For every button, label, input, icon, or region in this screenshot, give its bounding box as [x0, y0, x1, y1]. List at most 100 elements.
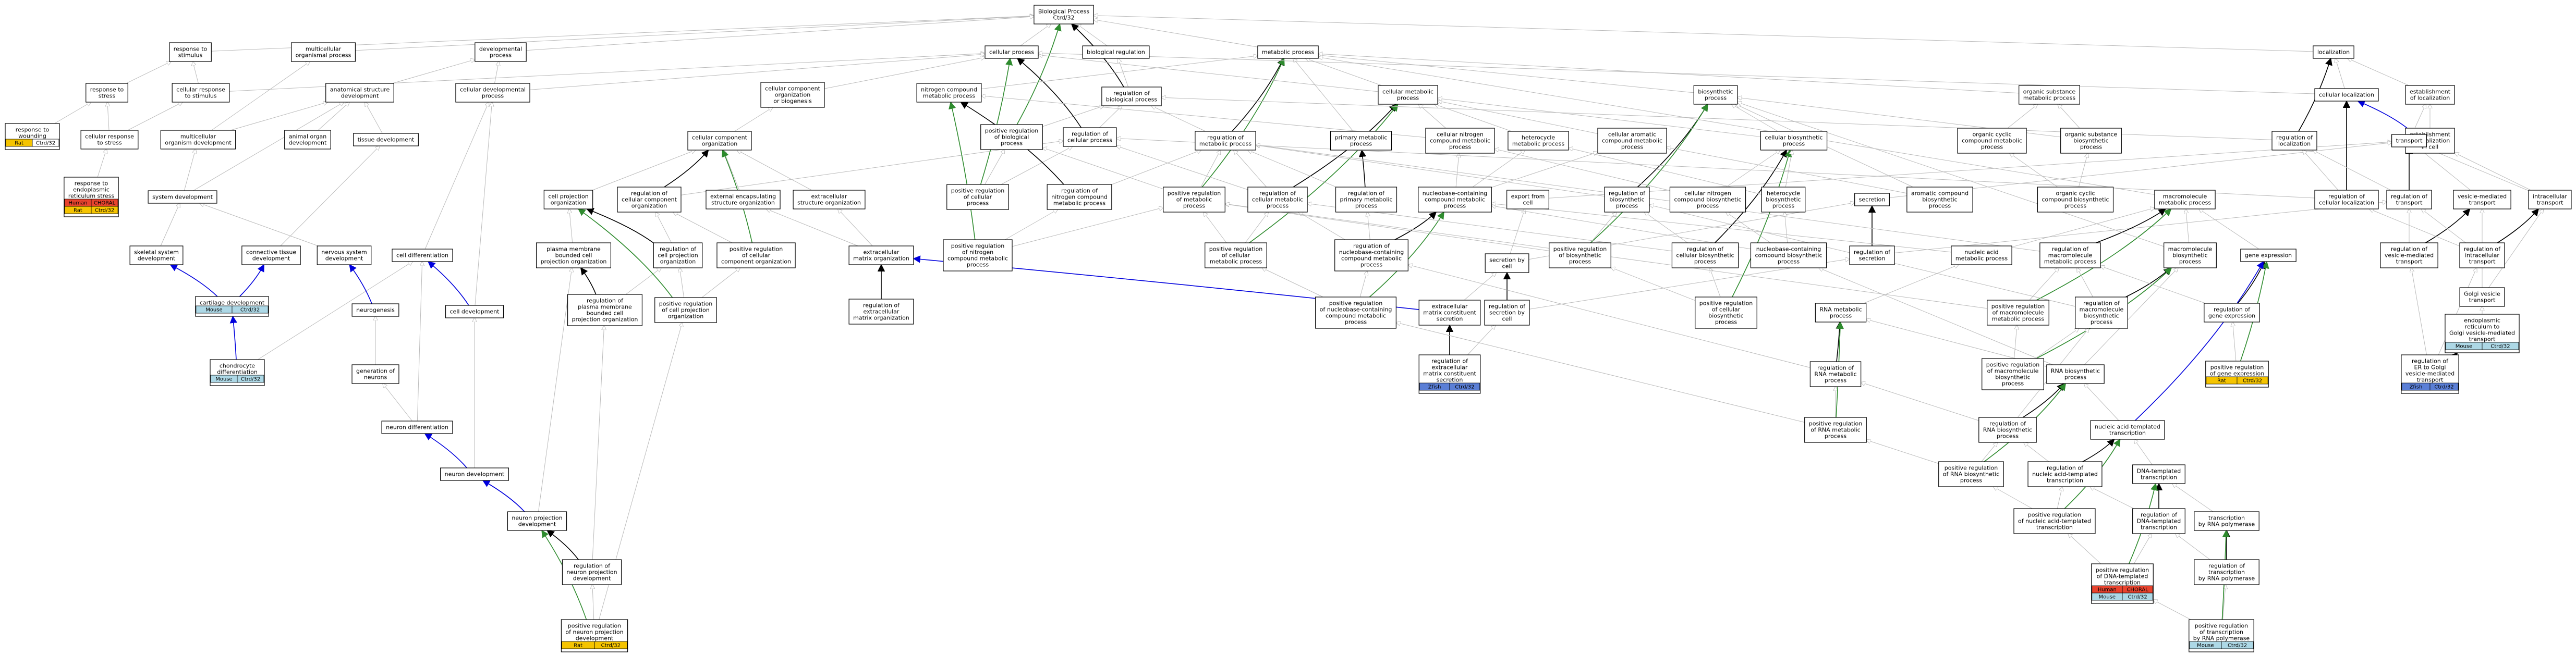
go-term-reg-macro-biosyn[interactable]: regulation ofmacromoleculebiosyntheticpr…	[2075, 297, 2128, 329]
go-term-sys-dev[interactable]: system development	[148, 190, 217, 204]
go-term-neuron-dev[interactable]: neuron development	[440, 467, 509, 481]
go-term-secretion[interactable]: secretion	[1854, 193, 1890, 206]
go-term-tissue-dev[interactable]: tissue development	[353, 133, 419, 146]
go-term-gene-expr[interactable]: gene expression	[2240, 249, 2296, 262]
go-term-neurogen[interactable]: neurogenesis	[351, 303, 399, 317]
go-term-transport[interactable]: transport	[2391, 134, 2427, 147]
go-term-neuron-diff[interactable]: neuron differentiation	[381, 421, 453, 434]
go-term-localization[interactable]: localization	[2313, 45, 2354, 59]
go-term-cell-loc[interactable]: cellular localization	[2314, 88, 2379, 102]
go-term-reg-nucleo-met[interactable]: regulation ofnucleobase-containingcompou…	[1334, 239, 1408, 271]
